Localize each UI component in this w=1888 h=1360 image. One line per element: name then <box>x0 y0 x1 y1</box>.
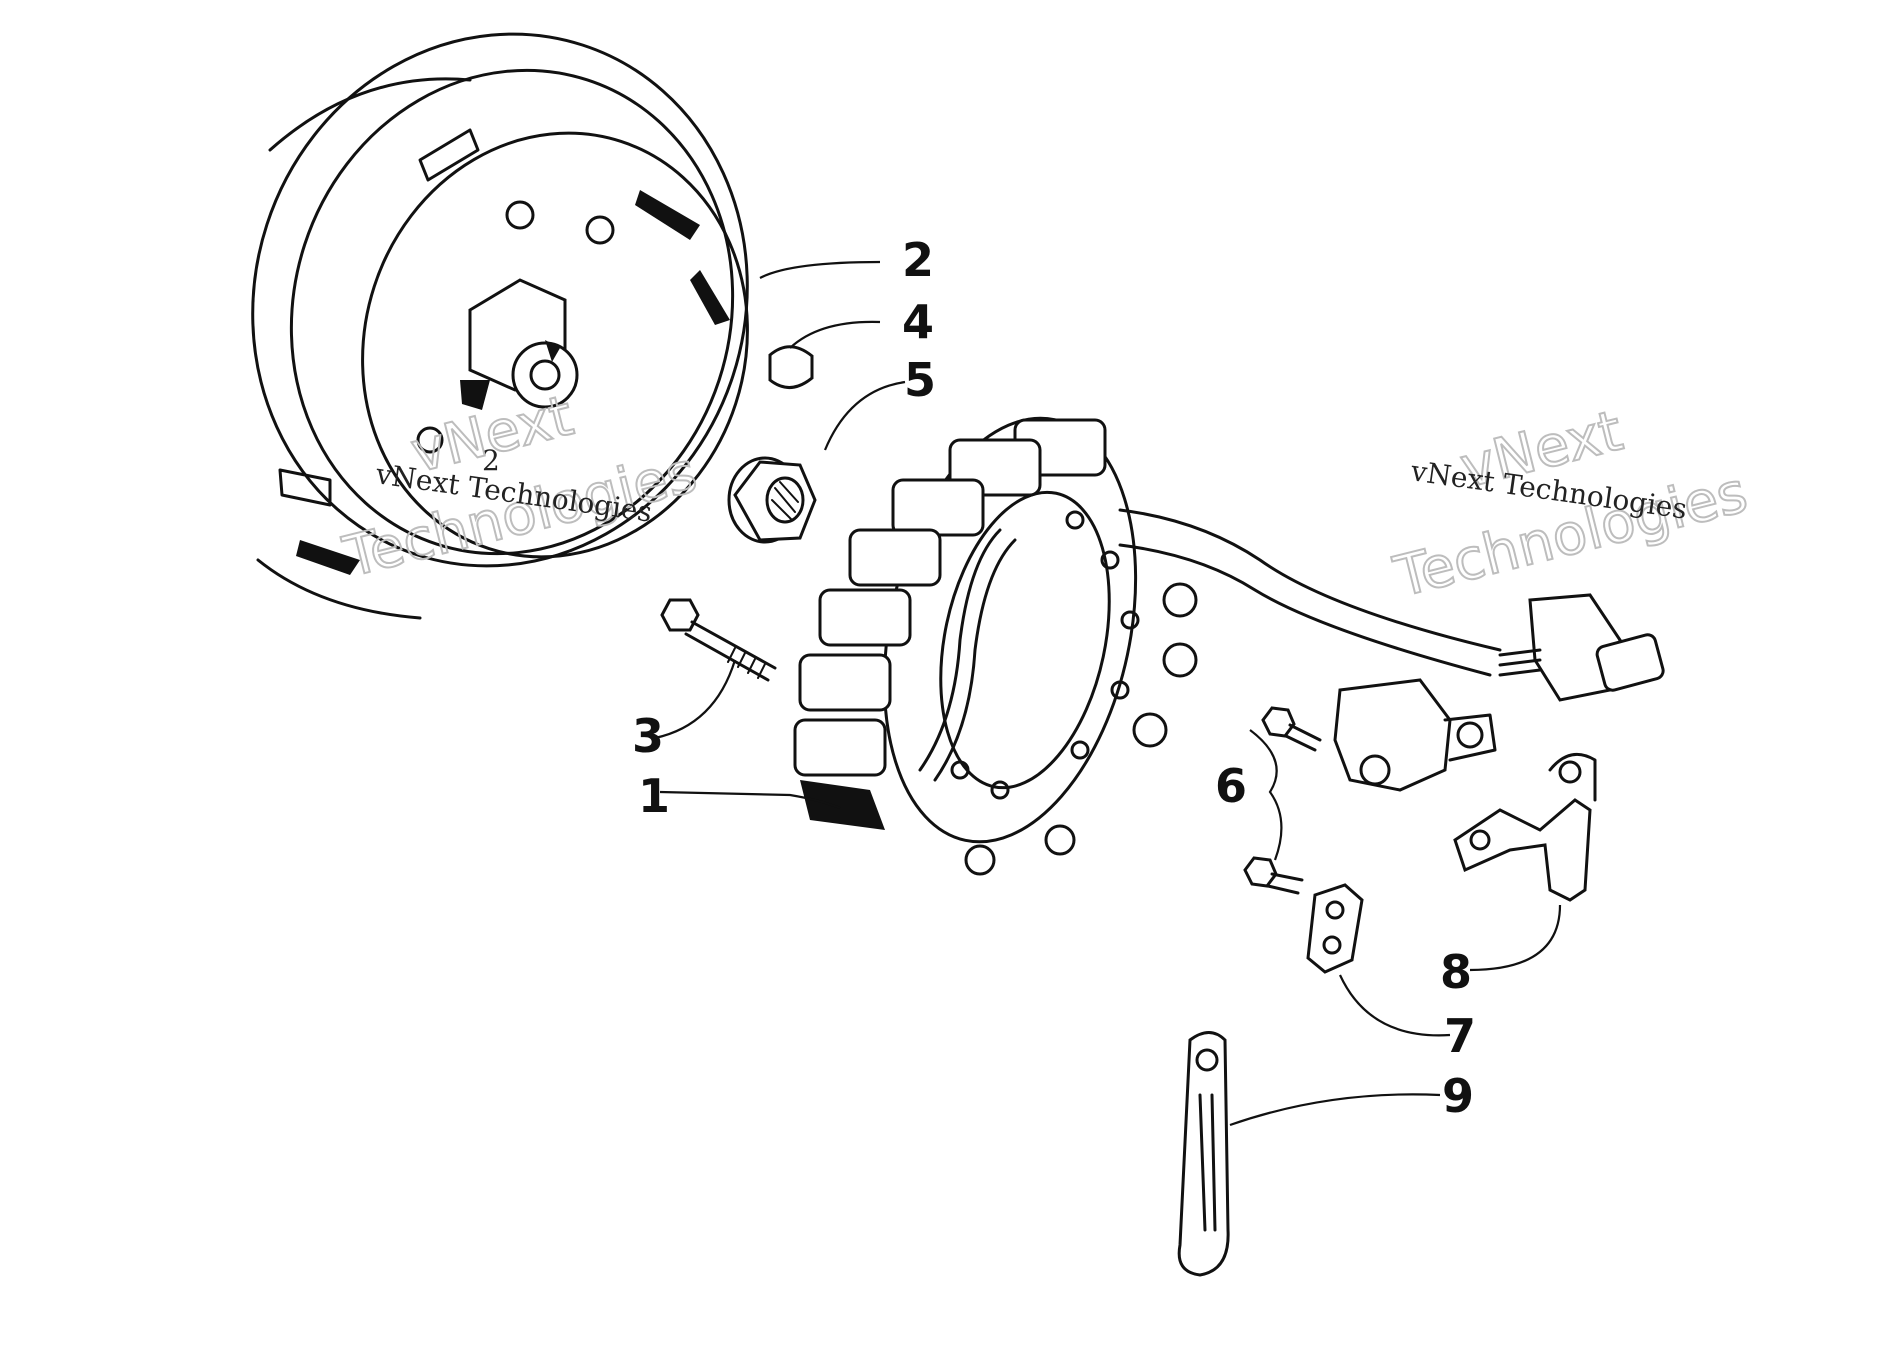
callout-leaders <box>654 260 1562 1127</box>
callout-8: 8 <box>1440 945 1472 999</box>
callout-2: 2 <box>902 233 934 287</box>
flywheel-stamp: 2 <box>482 444 500 477</box>
watermark-left: vNext Technologies <box>336 382 704 591</box>
bolt <box>660 598 777 682</box>
flywheel: 2 <box>251 32 749 620</box>
wire-clamp <box>1306 883 1364 974</box>
wire-harness <box>1118 508 1665 702</box>
screw-upper <box>1261 706 1322 752</box>
callout-7: 7 <box>1444 1009 1476 1063</box>
callout-1: 1 <box>638 769 670 823</box>
woodruff-key <box>768 345 814 389</box>
bracket <box>1453 752 1597 902</box>
callout-6: 6 <box>1215 759 1247 813</box>
pickup-coil <box>1333 678 1497 792</box>
callout-5: 5 <box>904 353 936 407</box>
strap <box>1177 1031 1230 1277</box>
callout-4: 4 <box>902 295 934 349</box>
flange-nut <box>727 456 817 544</box>
stator <box>793 416 1198 876</box>
callout-9: 9 <box>1442 1069 1474 1123</box>
callout-3: 3 <box>632 709 664 763</box>
screw-lower <box>1243 856 1304 895</box>
